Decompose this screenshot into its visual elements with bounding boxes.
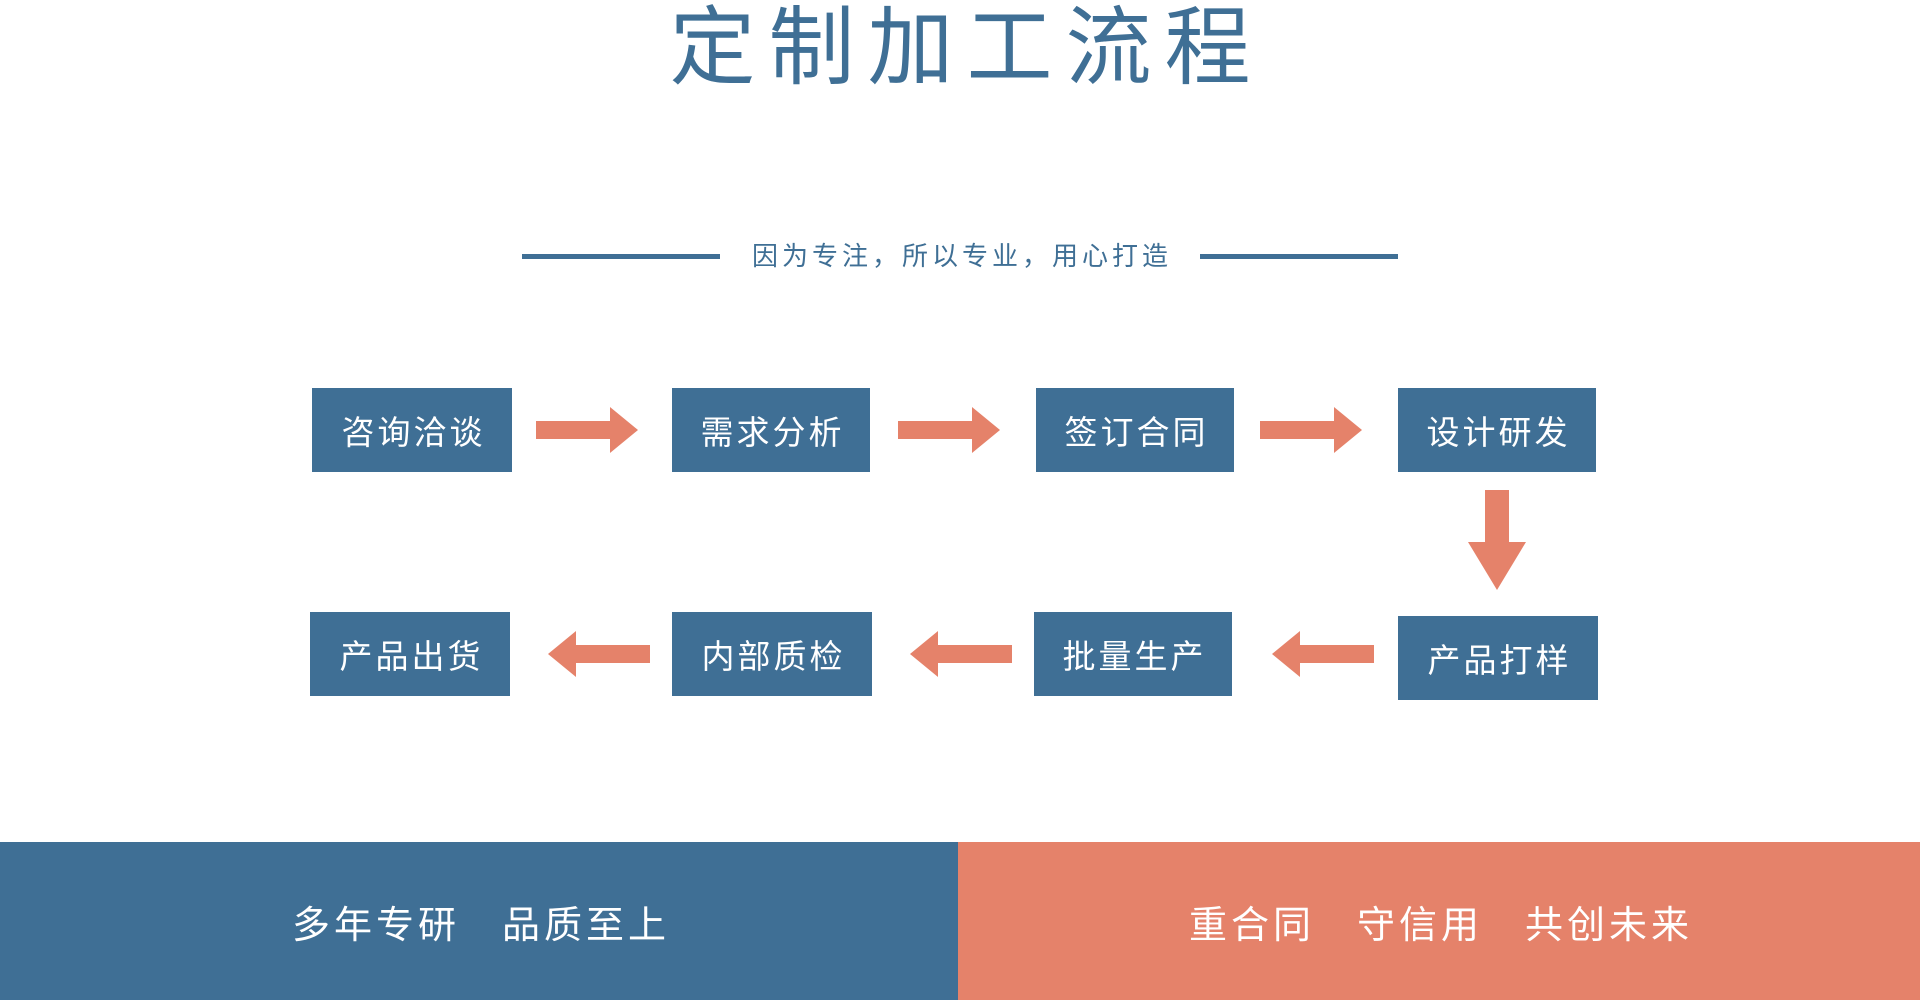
flow-node-sign-contract[interactable]: 签订合同 (1036, 388, 1234, 472)
arrow-head (548, 631, 576, 677)
arrow-shaft (898, 421, 974, 439)
flow-arrow-down-icon (1468, 490, 1526, 590)
flow-node-label: 签订合同 (1064, 414, 1209, 451)
arrow-head (610, 407, 638, 453)
flow-node-label: 咨询洽谈 (341, 414, 486, 451)
flow-node-design-rnd[interactable]: 设计研发 (1398, 388, 1596, 472)
flow-node-product-sampling[interactable]: 产品打样 (1398, 616, 1598, 700)
flow-arrow-left-icon (1272, 631, 1374, 677)
flow-node-label: 内部质检 (701, 638, 846, 675)
bottom-banner: 多年专研 品质至上 重合同 守信用 共创未来 (0, 842, 1920, 1000)
flow-node-mass-production[interactable]: 批量生产 (1034, 612, 1232, 696)
flow-node-label: 设计研发 (1426, 414, 1571, 451)
process-flow-diagram: 咨询洽谈 需求分析 签订合同 设计研发 产品 (0, 300, 1920, 840)
banner-slogan-right: 重合同 守信用 共创未来 (958, 842, 1920, 1000)
arrow-shaft (936, 645, 1012, 663)
flow-node-label: 产品打样 (1427, 642, 1572, 679)
arrow-head (1334, 407, 1362, 453)
flow-node-requirement-analysis[interactable]: 需求分析 (672, 388, 870, 472)
subtitle-rule-left (521, 253, 720, 259)
subtitle-rule-right (1200, 253, 1398, 259)
arrow-head (972, 407, 1000, 453)
flow-arrow-right-icon (536, 407, 638, 453)
arrow-shaft (1260, 421, 1336, 439)
header-section: 定制加工流程 因为专注，所以专业，用心打造 (0, 0, 1920, 300)
flow-node-product-shipment[interactable]: 产品出货 (310, 612, 510, 696)
banner-right-text: 重合同 守信用 共创未来 (1188, 904, 1693, 947)
arrow-head (910, 631, 938, 677)
flow-arrow-right-icon (1260, 407, 1362, 453)
page-title: 定制加工流程 (669, 0, 1264, 96)
subtitle-row: 因为专注，所以专业，用心打造 (0, 236, 1920, 276)
flow-node-label: 产品出货 (339, 638, 484, 675)
banner-left-text: 多年专研 品质至上 (291, 904, 670, 947)
flow-node-internal-quality-check[interactable]: 内部质检 (672, 612, 872, 696)
arrow-shaft (1485, 490, 1509, 548)
page-subtitle: 因为专注，所以专业，用心打造 (751, 241, 1172, 271)
arrow-head (1272, 631, 1300, 677)
flow-node-label: 批量生产 (1062, 638, 1207, 675)
arrow-head (1468, 542, 1526, 590)
arrow-shaft (1298, 645, 1374, 663)
flow-arrow-right-icon (898, 407, 1000, 453)
banner-slogan-left: 多年专研 品质至上 (0, 842, 958, 1000)
flow-node-label: 需求分析 (700, 414, 845, 451)
flow-node-consultation[interactable]: 咨询洽谈 (312, 388, 512, 472)
arrow-shaft (574, 645, 650, 663)
arrow-shaft (536, 421, 612, 439)
flow-arrow-left-icon (910, 631, 1012, 677)
flow-arrow-left-icon (548, 631, 650, 677)
